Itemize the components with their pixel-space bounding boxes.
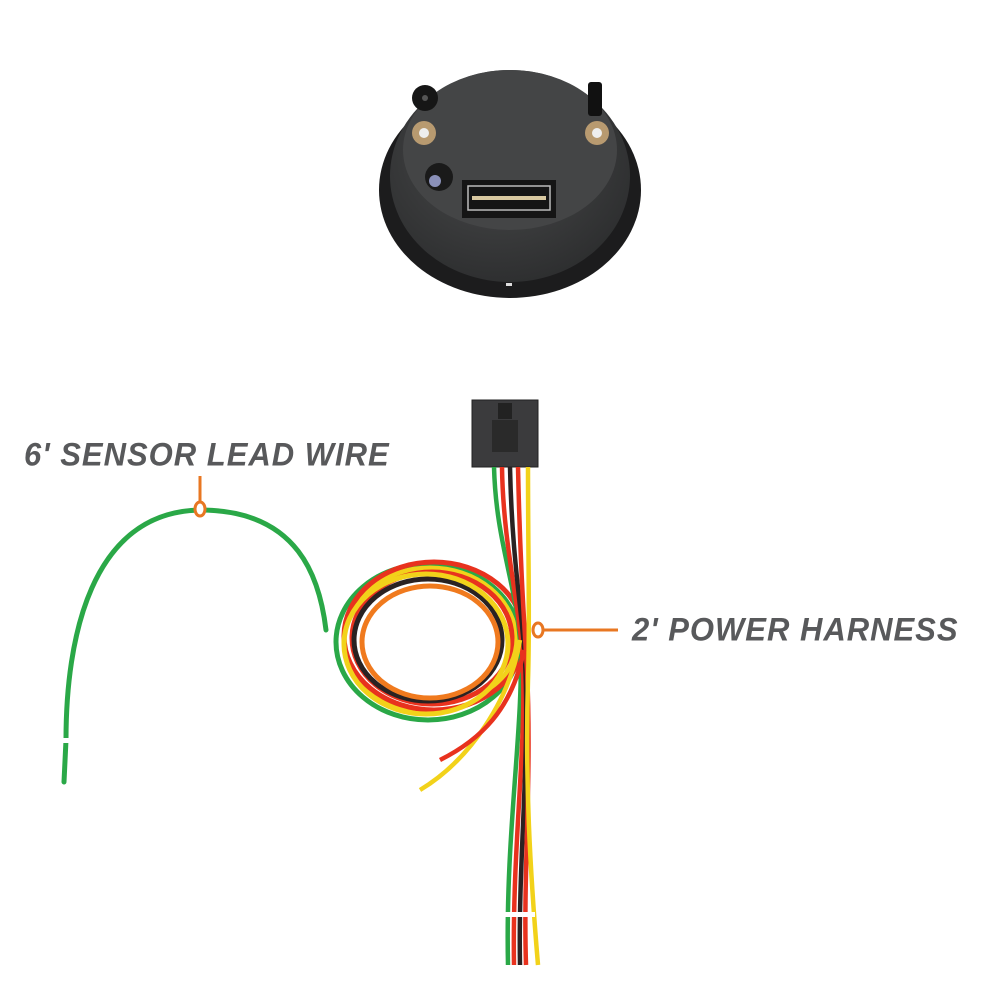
gauge-terminal-left-icon xyxy=(412,121,436,145)
gauge-terminal-right-icon xyxy=(585,82,609,145)
sensor-lead-wire xyxy=(61,507,329,785)
harness-wires xyxy=(418,466,541,966)
gauge-back xyxy=(379,70,641,298)
gauge-connector-port xyxy=(462,180,556,218)
sensor-callout xyxy=(193,476,207,518)
sensor-lead-label: 6' SENSOR LEAD WIRE xyxy=(24,436,390,473)
harness-coil xyxy=(333,559,527,723)
power-harness-label: 2' POWER HARNESS xyxy=(632,611,959,648)
harness-connector xyxy=(471,399,539,468)
gauge-screw-icon xyxy=(412,85,438,111)
harness-callout xyxy=(531,621,618,639)
gauge-lens-icon xyxy=(425,163,453,191)
